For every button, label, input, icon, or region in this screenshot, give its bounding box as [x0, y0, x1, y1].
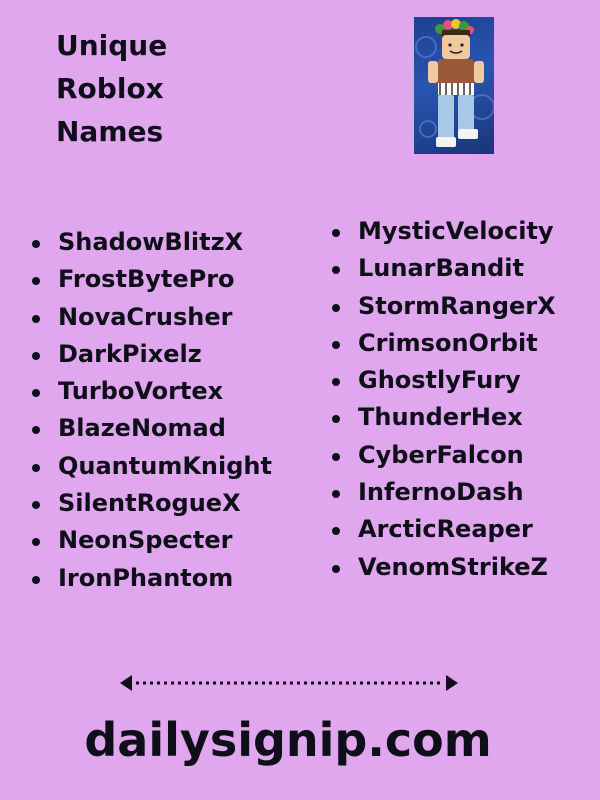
list-item: ShadowBlitzX [32, 224, 272, 261]
list-item: CrimsonOrbit [332, 325, 556, 362]
list-item: FrostBytePro [32, 261, 272, 298]
list-item: BlazeNomad [32, 410, 272, 447]
list-item: CyberFalcon [332, 437, 556, 474]
site-url: dailysignip.com [84, 713, 492, 767]
list-item: NeonSpecter [32, 522, 272, 559]
list-item: GhostlyFury [332, 362, 556, 399]
list-item: ArcticReaper [332, 511, 556, 548]
list-item: ThunderHex [332, 399, 556, 436]
double-arrow-icon [118, 672, 460, 698]
list-item: InfernoDash [332, 474, 556, 511]
list-item: IronPhantom [32, 560, 272, 597]
title-line-1: Unique [56, 29, 168, 62]
roblox-avatar-icon [414, 17, 494, 154]
names-list-right: MysticVelocity LunarBandit StormRangerX … [332, 213, 556, 586]
list-item: NovaCrusher [32, 299, 272, 336]
names-list-left: ShadowBlitzX FrostBytePro NovaCrusher Da… [32, 224, 272, 597]
title-line-2: Roblox [56, 72, 164, 105]
list-item: MysticVelocity [332, 213, 556, 250]
title-line-3: Names [56, 115, 164, 148]
page-title: Unique Roblox Names [56, 24, 167, 153]
list-item: SilentRogueX [32, 485, 272, 522]
list-item: StormRangerX [332, 288, 556, 325]
list-item: DarkPixelz [32, 336, 272, 373]
list-item: TurboVortex [32, 373, 272, 410]
list-item: VenomStrikeZ [332, 549, 556, 586]
list-item: LunarBandit [332, 250, 556, 287]
list-item: QuantumKnight [32, 448, 272, 485]
